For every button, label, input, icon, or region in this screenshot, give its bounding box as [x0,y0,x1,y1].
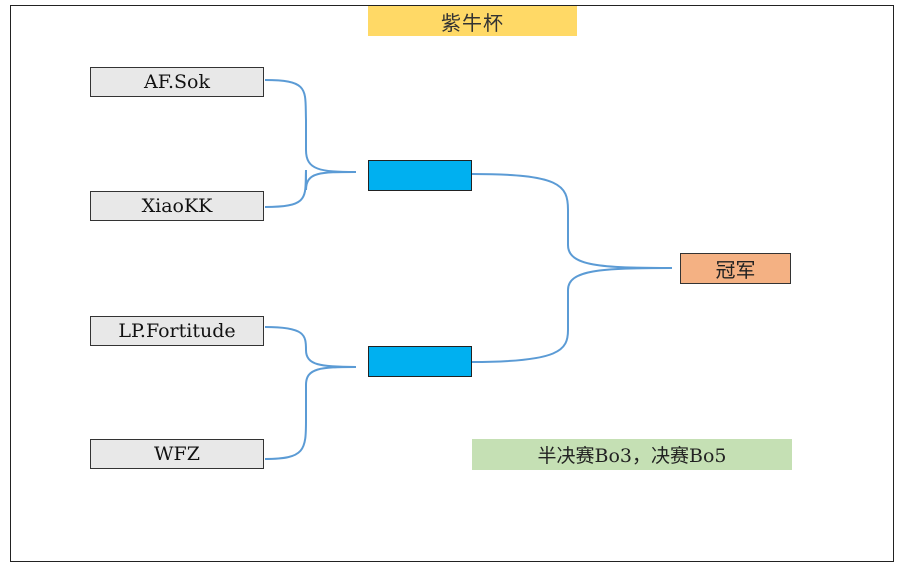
tournament-title: 紫牛杯 [368,6,577,36]
semifinal-slot-bottom [368,346,472,377]
player-box-afsok: AF.Sok [90,67,264,97]
format-note: 半决赛Bo3，决赛Bo5 [472,439,792,470]
player-box-lpfortitude: LP.Fortitude [90,316,264,346]
player-box-xiaokk: XiaoKK [90,191,264,221]
player-box-wfz: WFZ [90,439,264,469]
semifinal-slot-top [368,160,472,191]
champion-box: 冠军 [680,253,791,284]
